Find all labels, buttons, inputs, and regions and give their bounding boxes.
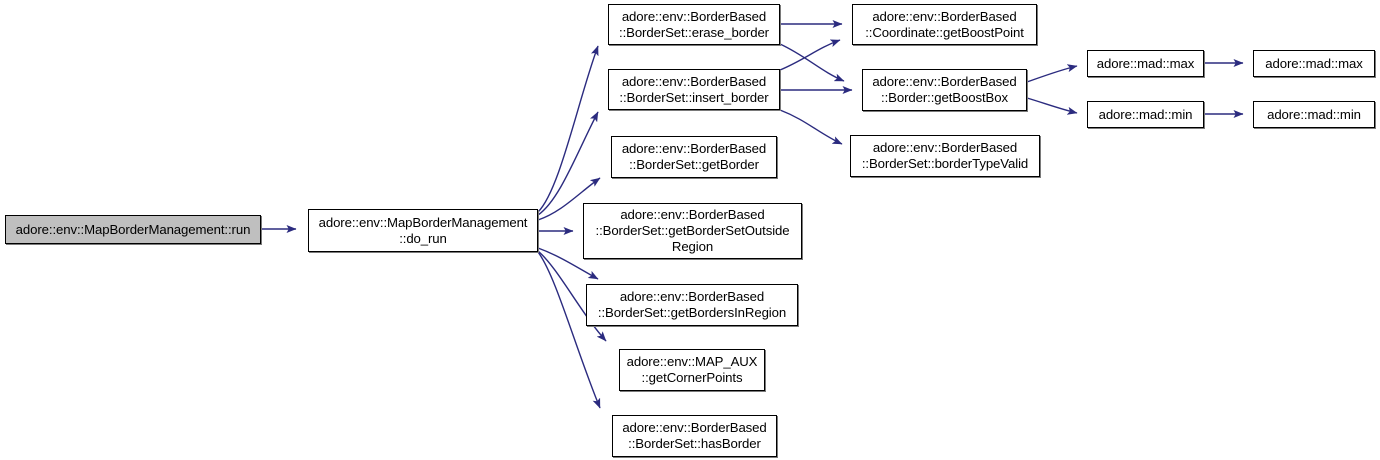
- graph-node-erase_border[interactable]: adore::env::BorderBased ::BorderSet::era…: [608, 4, 780, 45]
- graph-edge-do_run-to-erase_border: [537, 45, 599, 213]
- graph-node-do_run[interactable]: adore::env::MapBorderManagement ::do_run: [308, 209, 538, 252]
- graph-edge-insert_border-to-getBoostPoint: [779, 39, 841, 71]
- graph-node-getBoostBox[interactable]: adore::env::BorderBased ::Border::getBoo…: [862, 69, 1027, 111]
- graph-node-label: adore::env::BorderBased ::BorderSet::ins…: [619, 73, 769, 105]
- graph-node-getBorderSetOutsideRegion[interactable]: adore::env::BorderBased ::BorderSet::get…: [583, 203, 802, 259]
- graph-node-mad_max_1[interactable]: adore::mad::max: [1087, 50, 1204, 77]
- graph-node-run[interactable]: adore::env::MapBorderManagement::run: [5, 215, 261, 244]
- graph-node-label: adore::env::BorderBased ::BorderSet::bor…: [861, 140, 1029, 171]
- graph-node-getBordersInRegion[interactable]: adore::env::BorderBased ::BorderSet::get…: [586, 284, 798, 326]
- graph-node-label: adore::env::BorderBased ::BorderSet::get…: [597, 289, 787, 320]
- graph-edge-do_run-to-hasBorder: [537, 251, 601, 409]
- graph-node-label: adore::env::MapBorderManagement ::do_run: [318, 214, 528, 246]
- graph-node-hasBorder[interactable]: adore::env::BorderBased ::BorderSet::has…: [612, 415, 777, 457]
- graph-node-label: adore::env::BorderBased ::BorderSet::get…: [595, 207, 790, 254]
- graph-node-insert_border[interactable]: adore::env::BorderBased ::BorderSet::ins…: [608, 69, 780, 110]
- graph-node-label: adore::mad::min: [1267, 106, 1361, 122]
- graph-node-label: adore::env::BorderBased ::Coordinate::ge…: [865, 8, 1024, 40]
- graph-node-label: adore::env::BorderBased ::BorderSet::get…: [621, 141, 767, 172]
- graph-node-borderTypeValid[interactable]: adore::env::BorderBased ::BorderSet::bor…: [850, 135, 1040, 177]
- graph-node-label: adore::mad::max: [1265, 55, 1363, 71]
- graph-edge-getBoostBox-to-mad_min_1: [1026, 97, 1078, 115]
- graph-node-mad_max_2[interactable]: adore::mad::max: [1253, 50, 1375, 77]
- graph-edge-erase_border-to-getBoostBox: [779, 43, 845, 82]
- graph-node-getBoostPoint[interactable]: adore::env::BorderBased ::Coordinate::ge…: [852, 4, 1037, 45]
- graph-node-label: adore::env::BorderBased ::Border::getBoo…: [872, 74, 1017, 105]
- graph-node-getCornerPoints[interactable]: adore::env::MAP_AUX ::getCornerPoints: [619, 349, 765, 391]
- graph-node-label: adore::env::MapBorderManagement::run: [15, 221, 251, 237]
- graph-node-mad_min_1[interactable]: adore::mad::min: [1087, 101, 1204, 128]
- graph-node-label: adore::env::BorderBased ::BorderSet::era…: [619, 8, 769, 40]
- graph-edge-do_run-to-insert_border: [537, 111, 599, 216]
- graph-node-getBorder[interactable]: adore::env::BorderBased ::BorderSet::get…: [611, 136, 777, 178]
- graph-edge-insert_border-to-borderTypeValid: [779, 109, 843, 145]
- graph-node-label: adore::env::MAP_AUX ::getCornerPoints: [626, 354, 758, 385]
- graph-node-mad_min_2[interactable]: adore::mad::min: [1253, 101, 1375, 128]
- graph-edge-getBoostBox-to-mad_max_1: [1026, 64, 1078, 83]
- graph-node-label: adore::mad::max: [1096, 55, 1195, 71]
- graph-node-label: adore::env::BorderBased ::BorderSet::has…: [622, 420, 767, 451]
- graph-node-label: adore::mad::min: [1098, 106, 1193, 122]
